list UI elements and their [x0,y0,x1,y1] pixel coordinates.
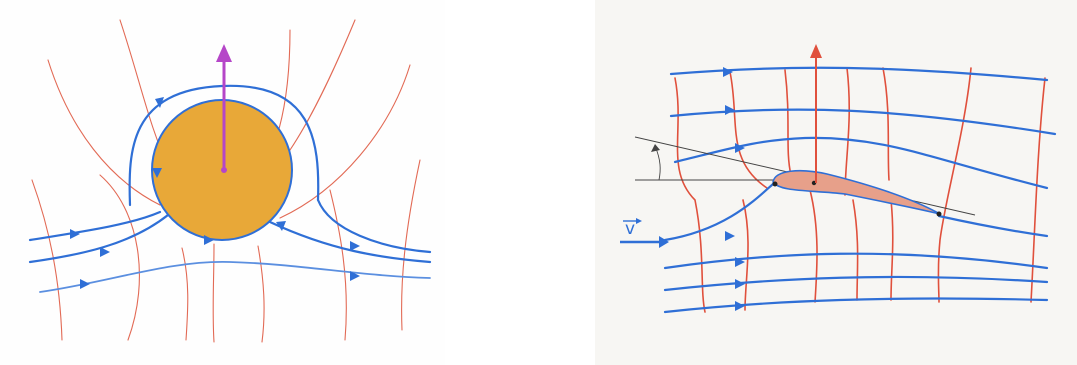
streamline [937,214,1049,238]
streamline [673,136,1049,190]
airfoil [772,169,941,215]
potential-line [844,67,851,196]
arrowhead [276,221,286,231]
arrowhead [100,247,110,257]
lift-arrowhead [810,44,822,58]
arrowhead [735,279,745,289]
arrowhead [725,105,735,115]
streamline [39,261,431,293]
arrowhead [725,231,735,241]
streamlines [663,66,1057,314]
streamline [663,297,1049,314]
vector-bar-arrowhead [636,218,642,224]
streamline [128,84,320,207]
potential-line [729,71,768,189]
potential-line [890,199,894,301]
potential-line [279,64,411,219]
arrowhead [723,67,733,77]
arrowhead [350,241,360,251]
streamline [28,213,170,264]
airfoil-flow-panel: v [595,0,1077,365]
potential-line [1030,77,1046,303]
lift-arrow [810,44,822,183]
potential-line [784,69,792,176]
flow-arrowheads [70,97,360,289]
trailing-edge-point [936,211,942,217]
velocity-label: v [625,219,635,239]
potential-line [742,199,749,311]
potential-line [257,245,265,343]
arrowhead [204,235,214,245]
potential-line [99,174,140,341]
arrowhead [152,168,162,178]
potential-lines [31,19,421,343]
streamline [268,220,432,264]
streamline [316,198,432,254]
velocity-indicator: v [620,218,669,248]
lift-arrowhead [216,44,232,62]
potential-line [937,67,972,303]
arrowhead [70,229,80,239]
streamline [669,66,1049,82]
lift-arrow [216,44,232,173]
potential-line [809,189,818,303]
potential-line [852,199,859,301]
velocity-arrowhead [659,236,669,248]
arrowhead [155,97,164,108]
streamlines [28,84,432,293]
potential-line [882,67,890,181]
potential-line [289,19,356,151]
potential-line [181,247,189,341]
potential-line [212,243,215,343]
arrowhead [735,143,745,153]
streamline [663,182,775,242]
arrowhead [735,257,745,267]
angle-arrowhead [651,144,660,152]
streamline [669,108,1057,136]
potential-lines [674,67,1046,313]
arrowhead [735,301,745,311]
angle-arc [654,145,661,181]
potential-line [31,179,63,341]
cylinder-flow-panel [0,0,445,365]
flow-arrowheads [723,67,745,311]
potential-line [401,159,421,331]
arrowhead [80,279,90,289]
airfoil-flow-drawing: v [620,44,1057,314]
streamline [663,252,1049,270]
arrowhead [350,271,360,281]
streamline [663,275,1049,292]
potential-line [329,189,347,341]
potential-line [47,59,161,206]
cylinder-flow-drawing [28,19,432,343]
center-dot [221,167,227,173]
streamline [28,210,162,242]
leading-edge-point [772,181,778,187]
